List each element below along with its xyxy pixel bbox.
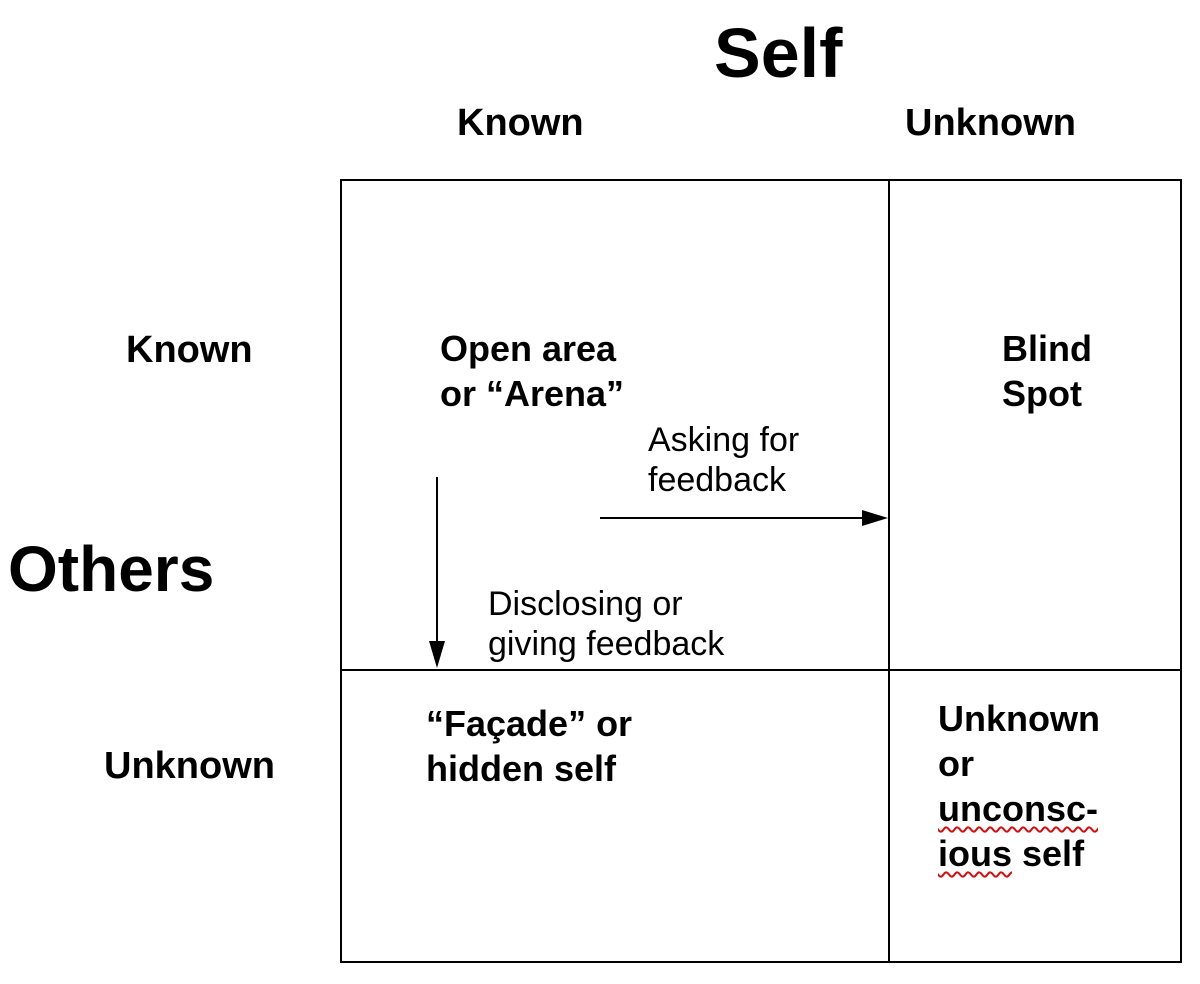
- open-area-line2: or “Arena”: [440, 373, 625, 414]
- facade-line2: hidden self: [426, 748, 617, 789]
- feedback-arrow-line2: feedback: [648, 461, 786, 499]
- unknown-self-line4-rest: self: [1012, 833, 1085, 874]
- blind-spot-label: Blind Spot: [1002, 326, 1092, 416]
- disclosing-arrow-label: Disclosing or giving feedback: [488, 584, 724, 664]
- self-known-header: Known: [457, 102, 584, 144]
- feedback-arrow-label: Asking for feedback: [648, 420, 799, 500]
- self-unknown-header: Unknown: [905, 102, 1076, 144]
- facade-line1: “Façade” or: [426, 703, 633, 744]
- self-axis-title: Self: [714, 14, 843, 92]
- blind-spot-line2: Spot: [1002, 373, 1082, 414]
- facade-label: “Façade” or hidden self: [426, 701, 632, 791]
- grid-outer-border: [340, 179, 1182, 963]
- unknown-self-line3: unconsc-: [938, 788, 1099, 829]
- disclosing-arrow: [429, 477, 445, 668]
- open-area-label: Open area or “Arena”: [440, 326, 624, 416]
- unknown-self-line2: or: [938, 743, 974, 784]
- feedback-arrow: [600, 510, 888, 526]
- unknown-self-line4: ious self: [938, 831, 1100, 876]
- disclosing-arrow-line1: Disclosing or: [488, 585, 683, 623]
- unknown-self-line4-word: ious: [938, 833, 1013, 874]
- unknown-self-label: Unknown or unconsc- ious self: [938, 696, 1100, 876]
- others-axis-title: Others: [8, 533, 215, 605]
- others-known-header: Known: [126, 329, 253, 371]
- disclosing-arrow-line2: giving feedback: [488, 625, 725, 663]
- open-area-line1: Open area: [440, 328, 617, 369]
- others-unknown-header: Unknown: [104, 745, 275, 787]
- feedback-arrow-line1: Asking for: [648, 421, 800, 459]
- unknown-self-line1: Unknown: [938, 698, 1100, 739]
- blind-spot-line1: Blind: [1002, 328, 1092, 369]
